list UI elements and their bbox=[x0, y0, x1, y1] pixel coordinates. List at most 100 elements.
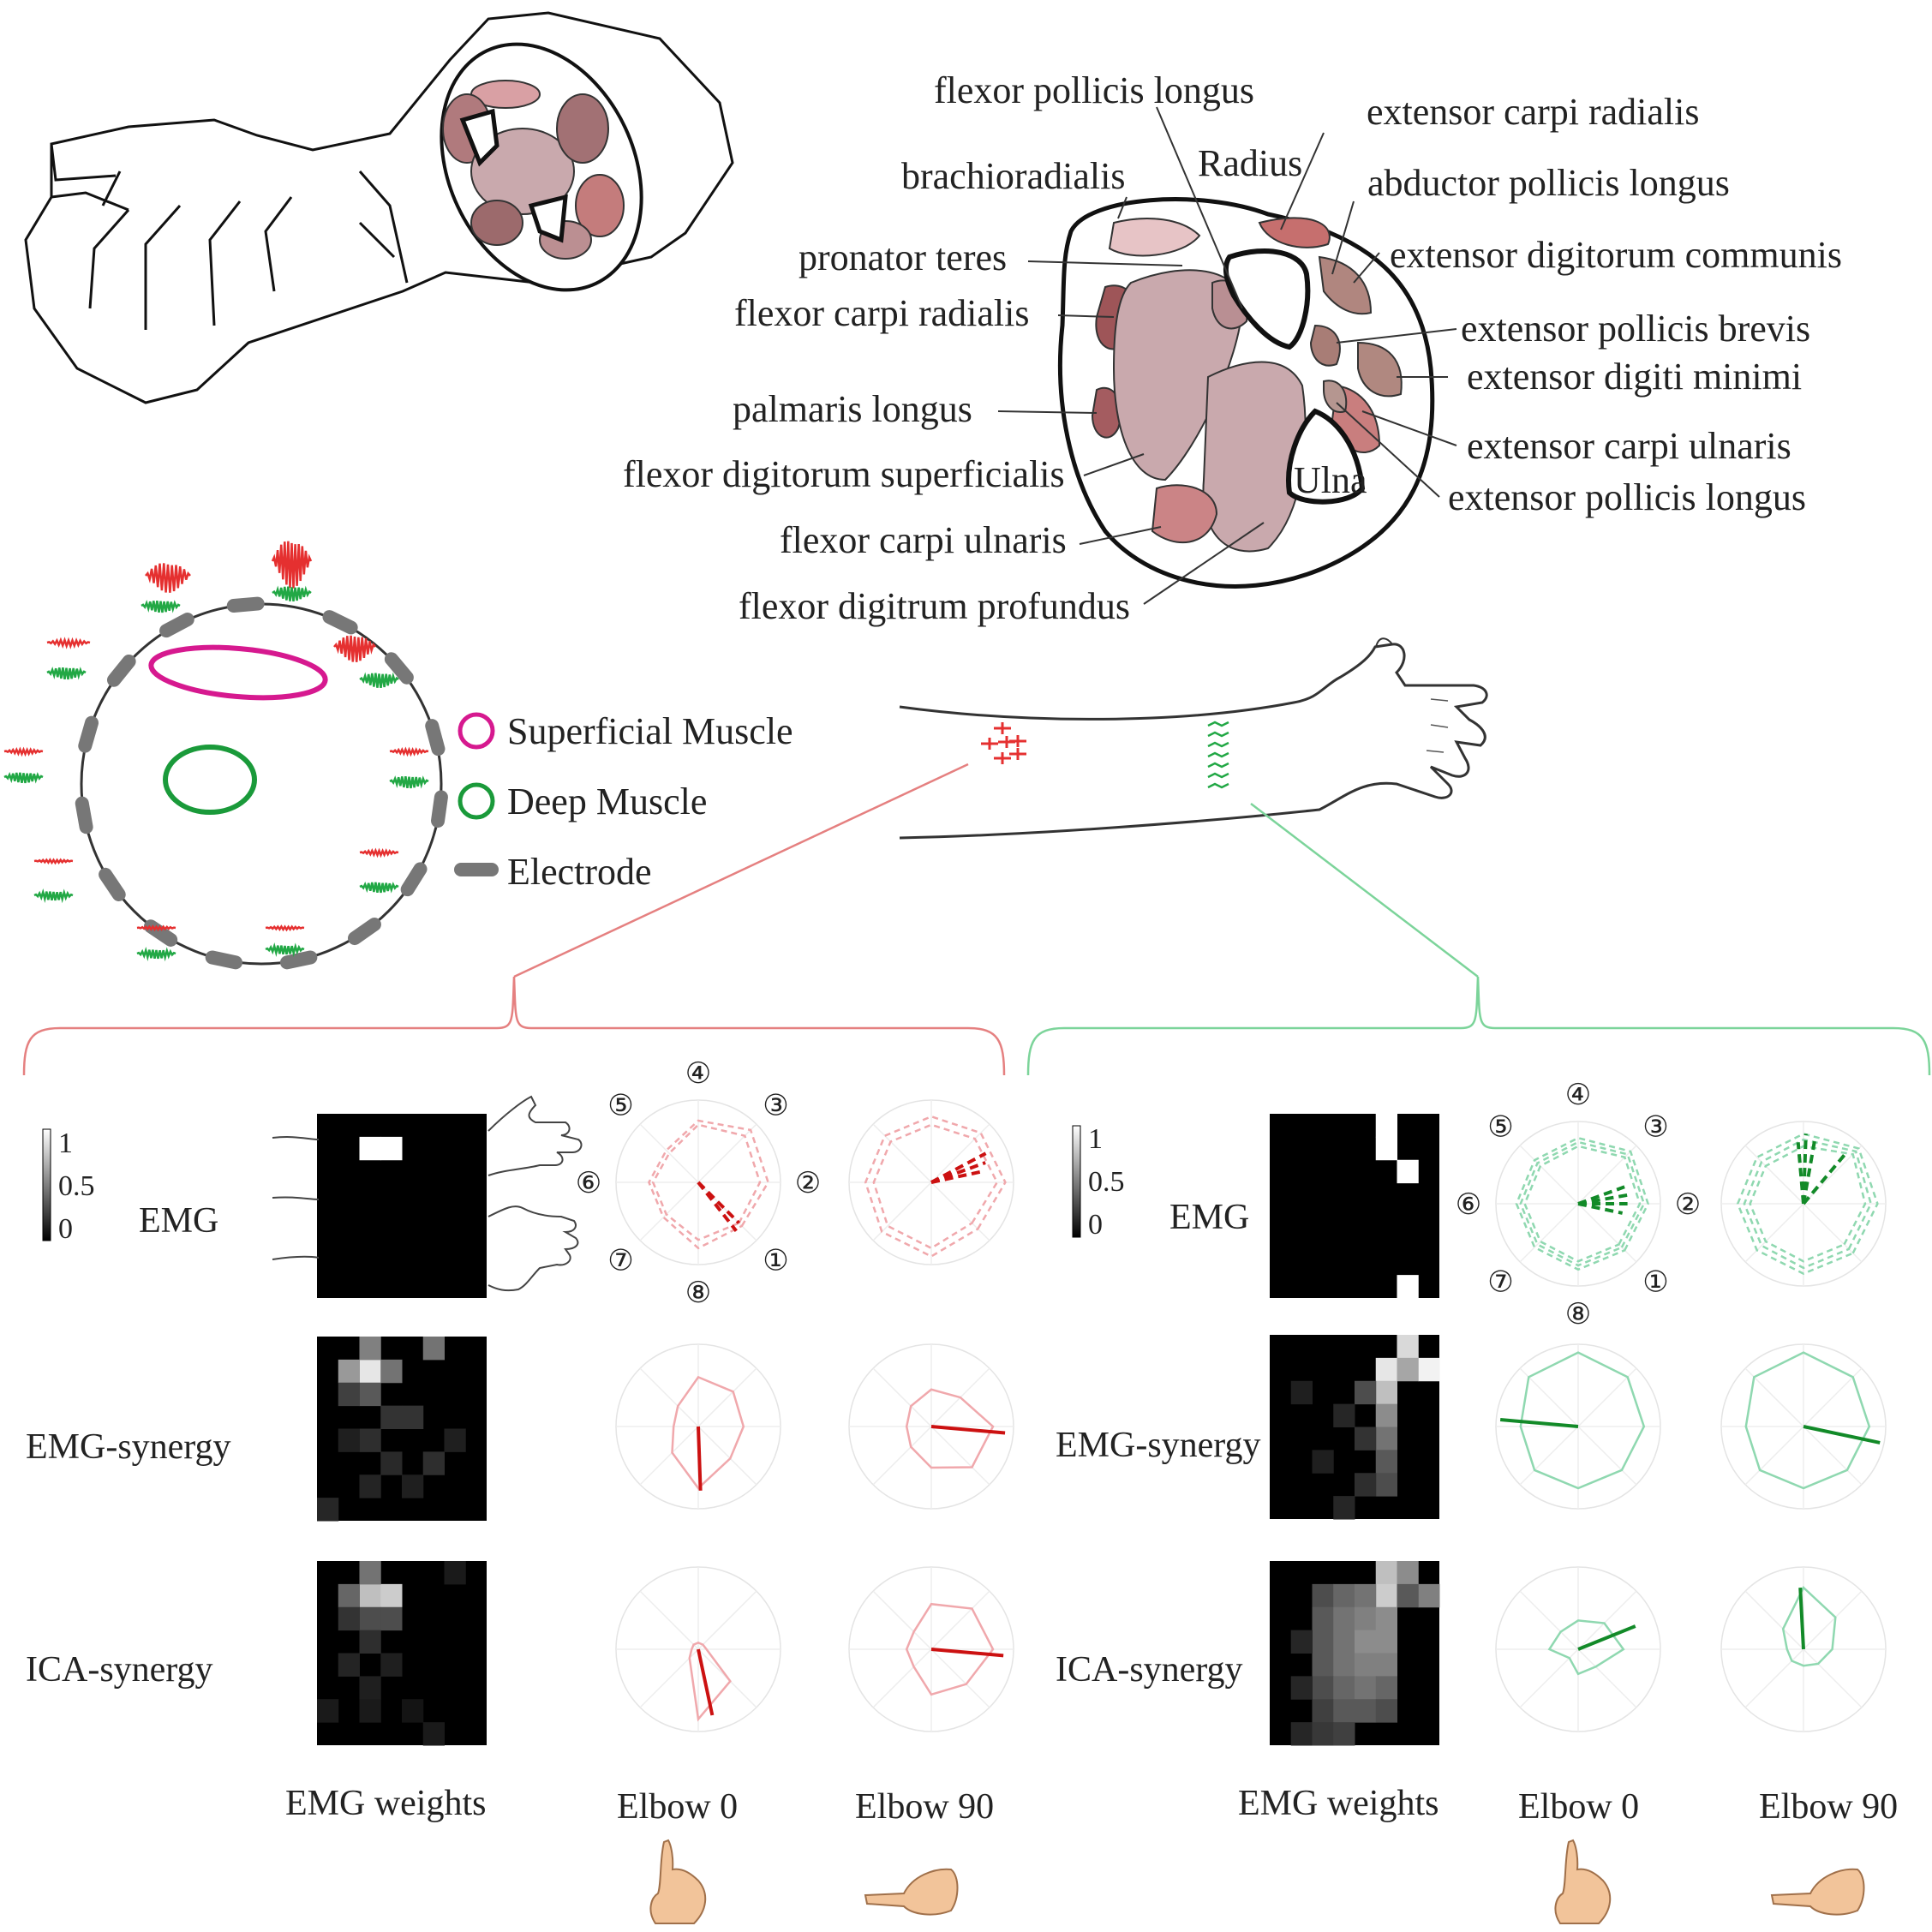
hand-pointing-up-icon bbox=[649, 1839, 707, 1924]
electrode bbox=[78, 715, 99, 753]
heatmap-emg-synergy-left bbox=[317, 1337, 487, 1522]
heatmap-cell bbox=[1397, 1561, 1419, 1585]
red-emg-signal bbox=[33, 858, 74, 865]
polar-emg-elbow0-left bbox=[615, 1099, 781, 1265]
colorbar-right: 1 0.5 0 bbox=[1072, 1123, 1125, 1241]
heatmap-cell bbox=[1375, 1136, 1397, 1161]
polar-emg-elbow90-left bbox=[848, 1099, 1014, 1265]
colorbar-left: 1 0.5 0 bbox=[42, 1127, 95, 1245]
tuning-profile bbox=[872, 1123, 999, 1250]
electrode bbox=[205, 950, 243, 970]
heatmap-cell bbox=[380, 1451, 403, 1475]
red-emg-signal bbox=[359, 847, 399, 858]
red-emg-signal bbox=[389, 746, 429, 757]
heatmap-cell bbox=[1375, 1606, 1397, 1631]
red-electrode-mark bbox=[981, 738, 998, 750]
direction-label-right-6: ⑥ bbox=[1456, 1189, 1481, 1221]
heatmap-cell bbox=[1397, 1335, 1419, 1359]
heatmap-cell bbox=[1355, 1699, 1377, 1723]
heatmap-cell bbox=[1333, 1583, 1355, 1608]
electrode bbox=[75, 796, 93, 834]
heatmap-cell bbox=[1312, 1722, 1334, 1746]
red-emg-signal bbox=[136, 924, 176, 932]
preferred-direction-vector bbox=[697, 1181, 740, 1224]
row-label-emg-synergy-right: EMG-synergy bbox=[1056, 1426, 1261, 1465]
heatmap-cell bbox=[1333, 1676, 1355, 1700]
heatmap-cell bbox=[1375, 1653, 1397, 1677]
preferred-direction-vector bbox=[930, 1151, 987, 1184]
direction-label-right-8: ⑧ bbox=[1565, 1299, 1591, 1331]
electrode bbox=[159, 613, 194, 638]
electrode bbox=[279, 950, 318, 970]
label-extensor-digiti-minimi: extensor digiti minimi bbox=[1467, 356, 1802, 398]
polar-ica-synergy-elbow90-right bbox=[1720, 1566, 1887, 1732]
colorbar-right-min: 0 bbox=[1088, 1209, 1103, 1241]
heatmap-cell bbox=[1418, 1583, 1440, 1608]
heatmap-cell bbox=[1333, 1630, 1355, 1654]
preferred-direction-vector bbox=[930, 1648, 1004, 1658]
preferred-direction-vector bbox=[697, 1181, 738, 1232]
preferred-direction-vector bbox=[697, 1426, 703, 1491]
preferred-direction-vector bbox=[1798, 1587, 1805, 1650]
electrode bbox=[347, 917, 381, 946]
tuning-profile bbox=[1519, 1351, 1646, 1490]
direction-label-left-7: ⑦ bbox=[607, 1246, 633, 1277]
row-label-emg-synergy: EMG-synergy bbox=[26, 1427, 231, 1467]
direction-label-right-4: ④ bbox=[1565, 1080, 1591, 1111]
heatmap-cell bbox=[1355, 1427, 1377, 1450]
heatmap-cell bbox=[1418, 1357, 1440, 1382]
direction-label-left-8: ⑧ bbox=[685, 1277, 711, 1309]
row-labels-right: EMG EMG-synergy ICA-synergy bbox=[1056, 1198, 1261, 1690]
heatmap-cell bbox=[1375, 1427, 1397, 1450]
electrode bbox=[431, 790, 448, 828]
tuning-profile bbox=[1781, 1585, 1837, 1667]
preferred-direction-vector bbox=[930, 1425, 1006, 1435]
heatmap-cell bbox=[1290, 1380, 1313, 1405]
heatmap-cell bbox=[1375, 1403, 1397, 1427]
electrode bbox=[425, 719, 446, 757]
red-electrode-mark bbox=[994, 752, 1011, 764]
heatmap-cell bbox=[1312, 1676, 1334, 1700]
deep-muscle-ring bbox=[163, 745, 257, 815]
heatmap-cell bbox=[1290, 1676, 1313, 1700]
heatmap-cell bbox=[1312, 1699, 1334, 1723]
electrodes bbox=[75, 596, 448, 970]
heatmap-cell bbox=[1355, 1653, 1377, 1677]
label-brachioradialis: brachioradialis bbox=[901, 155, 1125, 197]
heatmap-cell bbox=[422, 1722, 445, 1746]
heatmap-cell bbox=[1290, 1722, 1313, 1746]
heatmap-cell bbox=[359, 1382, 381, 1407]
green-emg-signal bbox=[46, 667, 87, 680]
polar-ica-synergy-elbow0-left bbox=[615, 1566, 781, 1732]
label-extensor-pollicis-longus: extensor pollicis longus bbox=[1448, 476, 1806, 518]
heatmap-cell bbox=[359, 1428, 381, 1452]
col-label-elbow90-right: Elbow 90 bbox=[1759, 1787, 1898, 1827]
col-label-elbow0-left: Elbow 0 bbox=[617, 1787, 738, 1827]
green-electrode-mark bbox=[1207, 772, 1229, 779]
tuning-profile bbox=[651, 1123, 762, 1241]
heatmap-cell bbox=[359, 1136, 381, 1161]
heatmap-cell bbox=[1375, 1473, 1397, 1497]
mini-cross-section bbox=[442, 80, 625, 260]
legend-deep-marker bbox=[458, 782, 495, 820]
heatmap-cell bbox=[1355, 1606, 1377, 1631]
red-emg-signal bbox=[145, 563, 191, 593]
red-electrode-mark bbox=[998, 736, 1015, 748]
red-connector-line bbox=[513, 763, 969, 978]
heatmap-cell bbox=[380, 1359, 403, 1384]
tuning-profile bbox=[671, 1375, 745, 1490]
superficial-muscle-ring bbox=[148, 644, 328, 701]
preferred-direction-vector bbox=[1796, 1142, 1805, 1205]
heatmap-cell bbox=[1333, 1403, 1355, 1427]
tuning-profile bbox=[1743, 1138, 1873, 1270]
hand-pointing-left-icon bbox=[864, 1868, 959, 1916]
green-emg-signal bbox=[136, 947, 176, 962]
heatmap-cell bbox=[1397, 1275, 1419, 1299]
arm-sketch bbox=[24, 11, 734, 404]
direction-label-left-3: ③ bbox=[763, 1090, 788, 1122]
heatmap-cell bbox=[1312, 1450, 1334, 1474]
direction-label-left-5: ⑤ bbox=[607, 1090, 633, 1122]
heatmap-cell bbox=[1355, 1380, 1377, 1405]
